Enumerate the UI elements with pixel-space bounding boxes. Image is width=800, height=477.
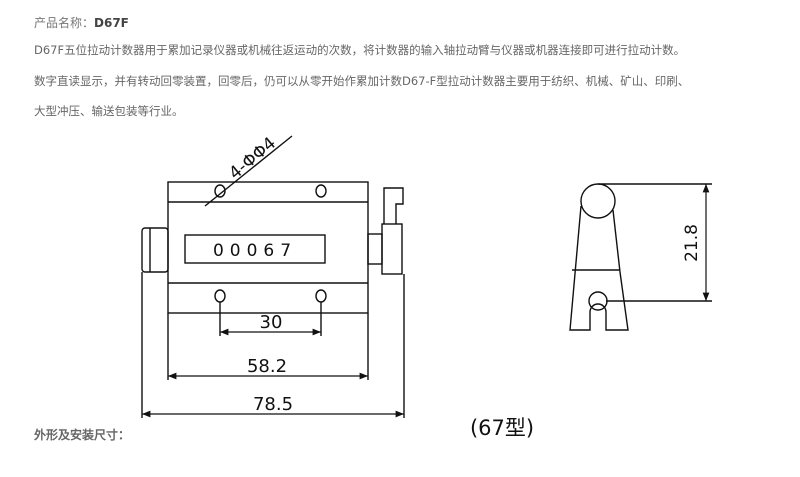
counter-digits: 00067 <box>213 241 297 261</box>
description-line-1: D67F五位拉动计数器用于累加记录仪器或机械往返运动的次数，将计数器的输入轴拉动… <box>34 43 686 57</box>
model-label: (67型) <box>470 416 534 440</box>
dim-label-78: 78.5 <box>253 394 293 415</box>
product-name-value: D67F <box>94 16 129 30</box>
mount-hole-bottom-left <box>214 289 226 303</box>
dim-label-30: 30 <box>260 312 283 333</box>
mount-hole-bottom-right <box>315 289 327 303</box>
hole-callout-text: 4-ΦΦ4 <box>225 133 280 183</box>
arm-side-view <box>569 183 712 331</box>
counter-window <box>184 234 326 264</box>
dim-label-21: 21.8 <box>682 224 702 262</box>
dim-label-58: 58.2 <box>247 356 287 377</box>
input-shaft <box>367 233 383 265</box>
mount-hole-top-right <box>315 184 327 198</box>
description-line-2: 数字直读显示，并有转动回零装置，回零后，仍可以从零开始作累加计数D67-F型拉动… <box>34 74 690 88</box>
dimensions-section-label: 外形及安装尺寸： <box>34 428 131 442</box>
product-name-line: 产品名称：D67F <box>34 14 129 31</box>
product-name-label: 产品名称： <box>34 16 95 30</box>
description-line-3: 大型冲压、输送包装等行业。 <box>34 104 184 118</box>
pull-arm <box>383 187 404 224</box>
reset-knob <box>141 227 169 273</box>
mount-hole-top-left <box>214 184 226 198</box>
arm-upper-roller <box>580 183 616 219</box>
hole-callout-leader <box>204 135 293 207</box>
arm-hub <box>381 223 403 275</box>
